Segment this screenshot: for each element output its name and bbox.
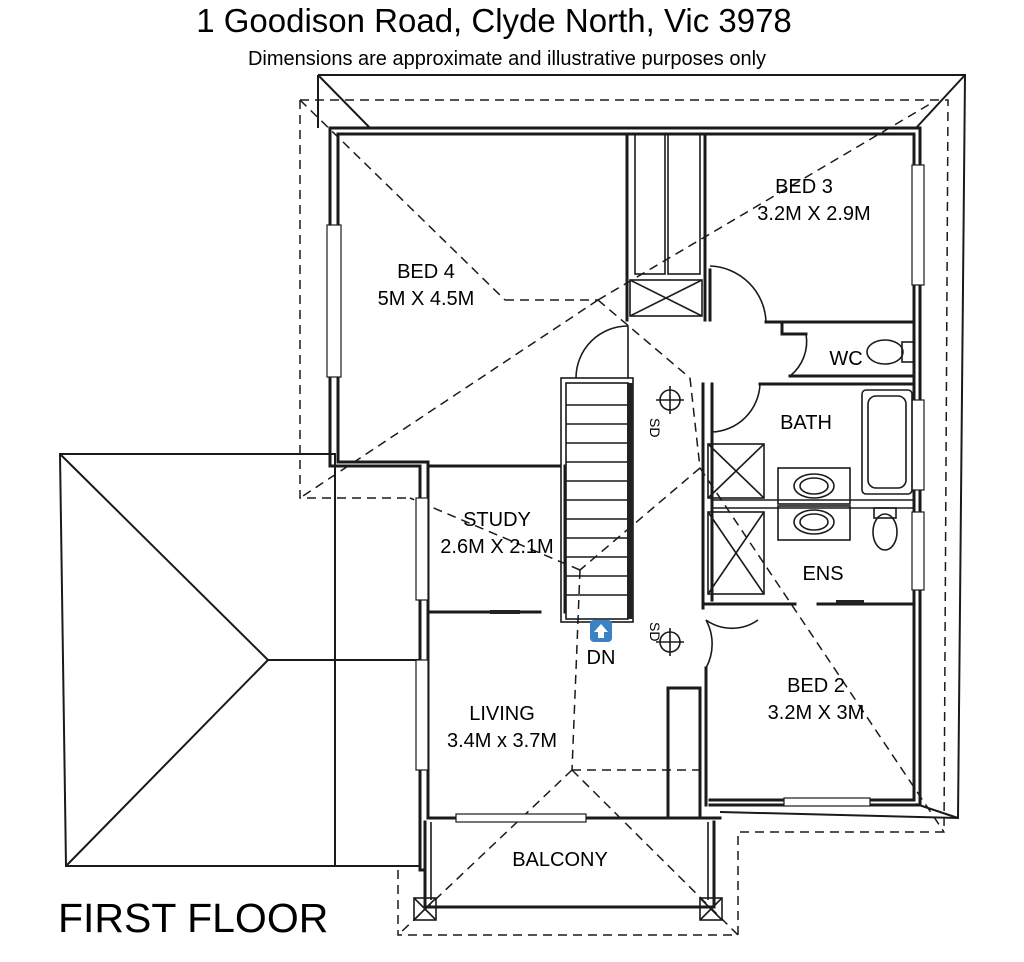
- room-name-living: LIVING: [469, 703, 535, 725]
- room-size-bed2: 3.2M X 3M: [768, 702, 865, 724]
- room-name-bed4: BED 4: [397, 261, 455, 283]
- page-title: 1 Goodison Road, Clyde North, Vic 3978: [196, 2, 792, 39]
- arrow-up-icon: [590, 620, 612, 642]
- room-size-bed3: 3.2M X 2.9M: [757, 203, 870, 225]
- room-name-study: STUDY: [463, 509, 531, 531]
- doors: [490, 265, 864, 669]
- room-name-bath: BATH: [780, 412, 832, 434]
- page-subtitle: Dimensions are approximate and illustrat…: [248, 48, 766, 70]
- interior-walls: [426, 132, 916, 820]
- room-size-bed4: 5M X 4.5M: [378, 288, 475, 310]
- smoke-detector-icon: SD: [647, 386, 684, 437]
- floor-label: FIRST FLOOR: [58, 895, 328, 941]
- detector-label: SD: [647, 622, 663, 641]
- room-name-bed3: BED 3: [775, 176, 833, 198]
- balcony: [413, 820, 723, 921]
- detector-label: SD: [647, 418, 663, 437]
- room-name-ens: ENS: [802, 563, 843, 585]
- staircase: [560, 377, 634, 623]
- room-name-wc: WC: [829, 348, 862, 370]
- room-size-study: 2.6M X 2.1M: [440, 536, 553, 558]
- upper-roof-fascia: [317, 74, 967, 820]
- bathroom-fixtures: [707, 339, 915, 595]
- stair-down-label: DN: [587, 647, 616, 669]
- room-size-living: 3.4M x 3.7M: [447, 730, 557, 752]
- room-name-balcony: BALCONY: [512, 849, 608, 871]
- lower-roof: [58, 453, 420, 867]
- windows: [326, 164, 925, 823]
- room-name-bed2: BED 2: [787, 675, 845, 697]
- smoke-detector-icon: SD: [647, 622, 684, 656]
